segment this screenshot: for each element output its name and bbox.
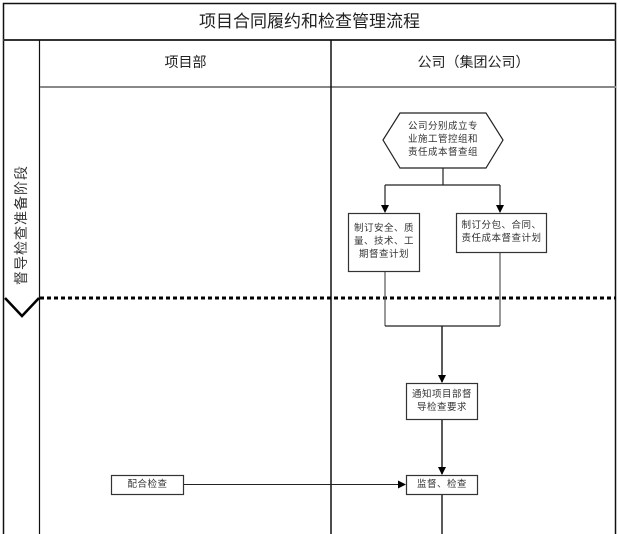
lane-header-company: 公司（集团公司） — [417, 55, 530, 72]
node-supervise-check-box[interactable] — [405, 474, 479, 496]
phase-chevron — [4, 297, 40, 318]
phase-label-preparation: 督导检查准备阶段 — [14, 165, 30, 285]
node-plan-subcontract-label: 制订分包、合同、 责任成本督查计划 — [457, 214, 546, 252]
node-setup-groups-line-1: 公司分别成立专 — [407, 121, 478, 133]
node-cooperate-check-label: 配合检查 — [127, 478, 168, 490]
diagram-title: 项目合同履约和检查管理流程 — [199, 11, 420, 32]
node-supervise-check-label: 监督、检查 — [416, 478, 467, 490]
node-plan-safety-line-3: 期督查计划 — [358, 248, 409, 260]
node-setup-groups-line-2: 业施工管控组和 — [407, 134, 478, 146]
node-plan-subcontract-line-1: 制订分包、合同、 — [461, 220, 542, 232]
node-notify-project-box[interactable] — [405, 382, 479, 421]
lane-header-project-dept: 项目部 — [164, 55, 207, 72]
node-plan-safety-box[interactable] — [347, 212, 421, 273]
node-plan-safety-line-1: 制订安全、质 — [353, 223, 414, 235]
node-cooperate-check-box[interactable] — [110, 474, 185, 496]
node-notify-project-line-1: 通知项目部督 — [411, 388, 472, 400]
node-plan-subcontract-line-2: 责任成本督查计划 — [461, 233, 542, 244]
node-setup-groups-line-3: 责任成本督查组 — [407, 146, 478, 158]
node-plan-safety-line-2: 量、技术、工 — [353, 236, 414, 248]
node-setup-groups-label: 公司分别成立专 业施工管控组和 责任成本督查组 — [400, 114, 486, 167]
node-notify-project-label: 通知项目部督 导检查要求 — [407, 384, 477, 419]
node-notify-project-line-2: 导检查要求 — [416, 401, 467, 413]
node-plan-safety-label: 制订安全、质 量、技术、工 期督查计划 — [349, 214, 419, 271]
node-setup-groups-hexagon[interactable] — [382, 112, 504, 169]
phase-label-container: 督导检查准备阶段 — [4, 150, 38, 300]
node-plan-subcontract-box[interactable] — [455, 212, 548, 254]
